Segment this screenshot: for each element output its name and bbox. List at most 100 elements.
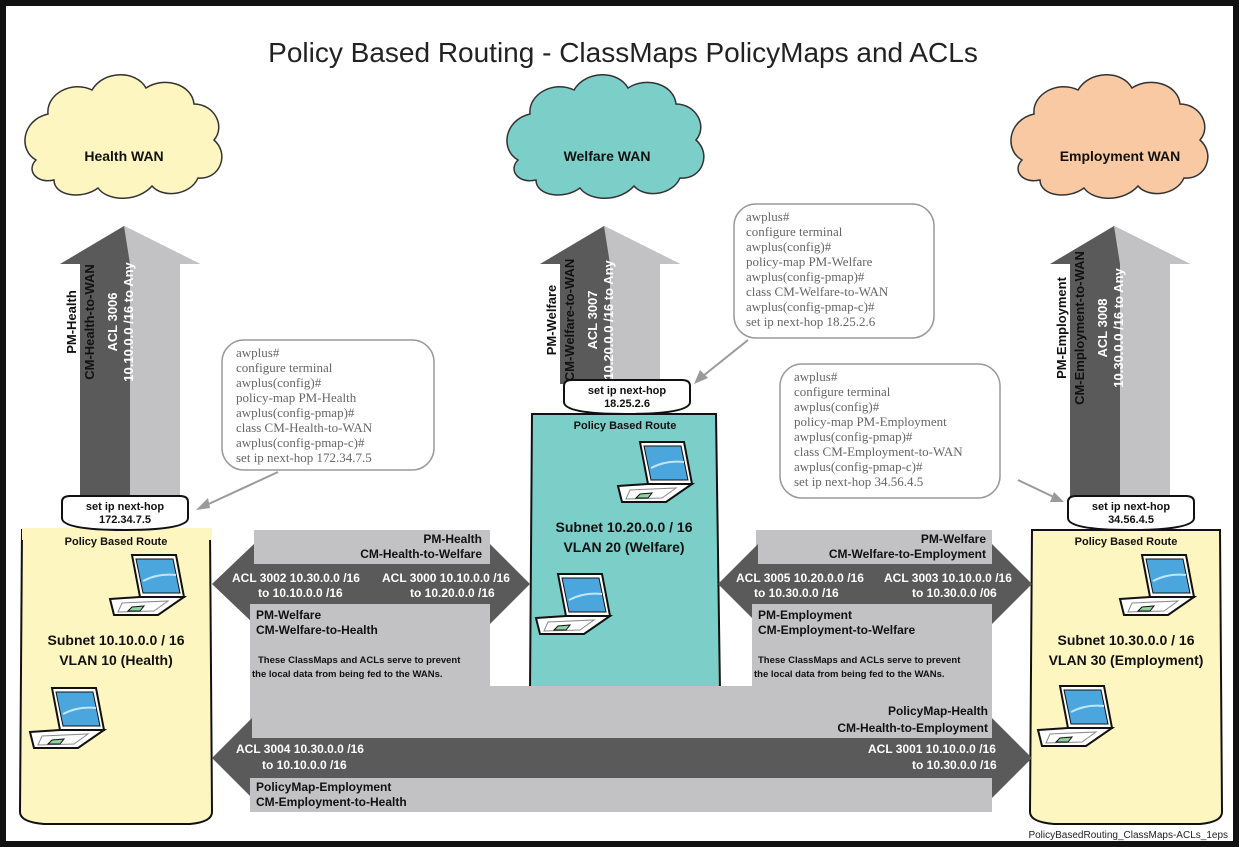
welfare-uplink-arrow bbox=[540, 226, 680, 384]
employment-config-line: awplus# bbox=[794, 369, 838, 384]
note-right-line-2: the local data from being fed to the WAN… bbox=[754, 669, 945, 680]
employment-wan-label: Employment WAN bbox=[1060, 148, 1181, 164]
welfare-config-line: policy-map PM-Welfare bbox=[746, 254, 873, 269]
employment-uplink-pm: PM-Employment bbox=[1054, 276, 1069, 379]
welfare-nexthop-label: set ip next-hop bbox=[588, 385, 667, 397]
welfare-wan-label: Welfare WAN bbox=[564, 148, 651, 164]
welfare-subnet-label: Subnet 10.20.0.0 / 16 bbox=[556, 519, 693, 535]
he-acl-right: ACL 3001 10.10.0.0 /16 bbox=[868, 742, 996, 756]
employment-subnet-box bbox=[1028, 529, 1224, 825]
welfare-config-line: awplus(config-pmap-c)# bbox=[746, 299, 875, 314]
employment-nexthop-label: set ip next-hop bbox=[1092, 501, 1171, 513]
employment-config-line: awplus(config-pmap-c)# bbox=[794, 459, 923, 474]
welfare-config-line: awplus(config)# bbox=[746, 239, 832, 254]
he-bottom-pm: PolicyMap-Employment bbox=[256, 780, 391, 794]
health-wan-label: Health WAN bbox=[84, 148, 163, 164]
welfare-config-line: awplus# bbox=[746, 209, 790, 224]
welfare-nexthop-ip: 18.25.2.6 bbox=[604, 398, 650, 410]
welfare-config-line: class CM-Welfare-to-WAN bbox=[746, 284, 889, 299]
employment-uplink-range: 10.30.0.0 /16 to Any bbox=[1111, 268, 1126, 388]
he-acl-left: ACL 3004 10.30.0.0 /16 bbox=[236, 742, 364, 756]
health-welfare-link bbox=[212, 530, 530, 686]
employment-uplink-cm: CM-Employment-to-WAN bbox=[1072, 251, 1087, 405]
employment-wan-cloud: Employment WAN bbox=[1010, 74, 1209, 199]
we-acl-left-to: to 10.30.0.0 /16 bbox=[754, 586, 839, 600]
footer-filename: PolicyBasedRouting_ClassMaps-ACLs_1eps bbox=[1028, 830, 1228, 841]
note-left-line-1: These ClassMaps and ACLs serve to preven… bbox=[258, 655, 461, 666]
we-top-pm: PM-Welfare bbox=[921, 532, 986, 546]
employment-config-line: awplus(config-pmap)# bbox=[794, 429, 913, 444]
health-subnet-label: Subnet 10.10.0.0 / 16 bbox=[48, 632, 185, 648]
welfare-uplink-range: 10.20.0.0 /16 to Any bbox=[601, 260, 616, 380]
employment-config-line: configure terminal bbox=[794, 384, 891, 399]
health-config-line: awplus(config)# bbox=[236, 375, 322, 390]
hw-bottom-pm: PM-Welfare bbox=[256, 608, 321, 622]
health-uplink-arrow bbox=[60, 226, 200, 500]
hw-acl-right-to: to 10.20.0.0 /16 bbox=[410, 586, 495, 600]
employment-config-line: set ip next-hop 34.56.4.5 bbox=[794, 474, 923, 489]
he-acl-right-to: to 10.30.0.0 /16 bbox=[912, 758, 997, 772]
health-wan-cloud: Health WAN bbox=[24, 74, 223, 199]
we-acl-left: ACL 3005 10.20.0.0 /16 bbox=[736, 571, 864, 585]
health-nexthop-label: set ip next-hop bbox=[86, 501, 165, 513]
he-top-cm: CM-Health-to-Employment bbox=[837, 721, 988, 735]
health-uplink-pm: PM-Health bbox=[64, 290, 79, 354]
welfare-uplink-cm: CM-Welfare-to-WAN bbox=[562, 259, 577, 382]
health-config-line: awplus# bbox=[236, 345, 280, 360]
welfare-vlan-label: VLAN 20 (Welfare) bbox=[563, 539, 684, 555]
he-acl-left-to: to 10.10.0.0 /16 bbox=[262, 758, 347, 772]
health-config-line: awplus(config-pmap)# bbox=[236, 405, 355, 420]
welfare-uplink-acl: ACL 3007 bbox=[585, 290, 600, 349]
employment-uplink-acl: ACL 3008 bbox=[1095, 298, 1110, 357]
health-config-line: set ip next-hop 172.34.7.5 bbox=[236, 450, 372, 465]
health-vlan-label: VLAN 10 (Health) bbox=[59, 652, 173, 668]
hw-top-cm: CM-Health-to-Welfare bbox=[360, 547, 482, 561]
employment-config-line: policy-map PM-Employment bbox=[794, 414, 947, 429]
employment-config-line: awplus(config)# bbox=[794, 399, 880, 414]
he-top-pm: PolicyMap-Health bbox=[888, 704, 988, 718]
health-uplink-acl: ACL 3006 bbox=[105, 292, 120, 351]
welfare-config-line: configure terminal bbox=[746, 224, 843, 239]
employment-uplink-arrow bbox=[1050, 226, 1190, 500]
health-config-line: class CM-Health-to-WAN bbox=[236, 420, 373, 435]
he-bottom-cm: CM-Employment-to-Health bbox=[256, 795, 407, 809]
health-pbr-header: Policy Based Route bbox=[65, 536, 168, 548]
health-subnet-box bbox=[18, 528, 214, 825]
hw-acl-left-to: to 10.10.0.0 /16 bbox=[258, 586, 343, 600]
health-nexthop-ip: 172.34.7.5 bbox=[99, 514, 151, 526]
welfare-employment-link bbox=[718, 530, 1032, 686]
employment-config-line: class CM-Employment-to-WAN bbox=[794, 444, 963, 459]
we-bottom-cm: CM-Employment-to-Welfare bbox=[758, 623, 915, 637]
welfare-uplink-pm: PM-Welfare bbox=[544, 285, 559, 356]
health-uplink-range: 10.10.0.0 /16 to Any bbox=[121, 262, 136, 382]
welfare-config-line: set ip next-hop 18.25.2.6 bbox=[746, 314, 876, 329]
hw-acl-left: ACL 3002 10.30.0.0 /16 bbox=[232, 571, 360, 585]
employment-nexthop-ip: 34.56.4.5 bbox=[1108, 514, 1154, 526]
health-config-line: configure terminal bbox=[236, 360, 333, 375]
welfare-subnet-box bbox=[528, 413, 722, 707]
page-title: Policy Based Routing - ClassMaps PolicyM… bbox=[268, 37, 978, 68]
health-uplink-cm: CM-Health-to-WAN bbox=[82, 264, 97, 380]
hw-bottom-cm: CM-Welfare-to-Health bbox=[256, 623, 378, 637]
hw-top-pm: PM-Health bbox=[423, 532, 482, 546]
health-nexthop-pill: set ip next-hop 172.34.7.5 bbox=[61, 495, 189, 532]
employment-vlan-label: VLAN 30 (Employment) bbox=[1049, 652, 1204, 668]
welfare-config-line: awplus(config-pmap)# bbox=[746, 269, 865, 284]
welfare-pbr-header: Policy Based Route bbox=[574, 420, 677, 432]
welfare-config-callout bbox=[694, 203, 935, 384]
welfare-nexthop-pill: set ip next-hop 18.25.2.6 bbox=[563, 379, 691, 416]
health-config-line: awplus(config-pmap-c)# bbox=[236, 435, 365, 450]
health-config-line: policy-map PM-Health bbox=[236, 390, 357, 405]
employment-nexthop-pill: set ip next-hop 34.56.4.5 bbox=[1067, 495, 1195, 532]
health-config-callout bbox=[196, 339, 435, 510]
employment-subnet-label: Subnet 10.30.0.0 / 16 bbox=[1058, 632, 1195, 648]
note-left-line-2: the local data from being fed to the WAN… bbox=[252, 669, 443, 680]
health-employment-link bbox=[212, 686, 1032, 812]
welfare-wan-cloud: Welfare WAN bbox=[506, 74, 705, 199]
we-bottom-pm: PM-Employment bbox=[758, 608, 852, 622]
employment-pbr-header: Policy Based Route bbox=[1075, 536, 1178, 548]
we-acl-right-to: to 10.30.0.0 /06 bbox=[912, 586, 997, 600]
